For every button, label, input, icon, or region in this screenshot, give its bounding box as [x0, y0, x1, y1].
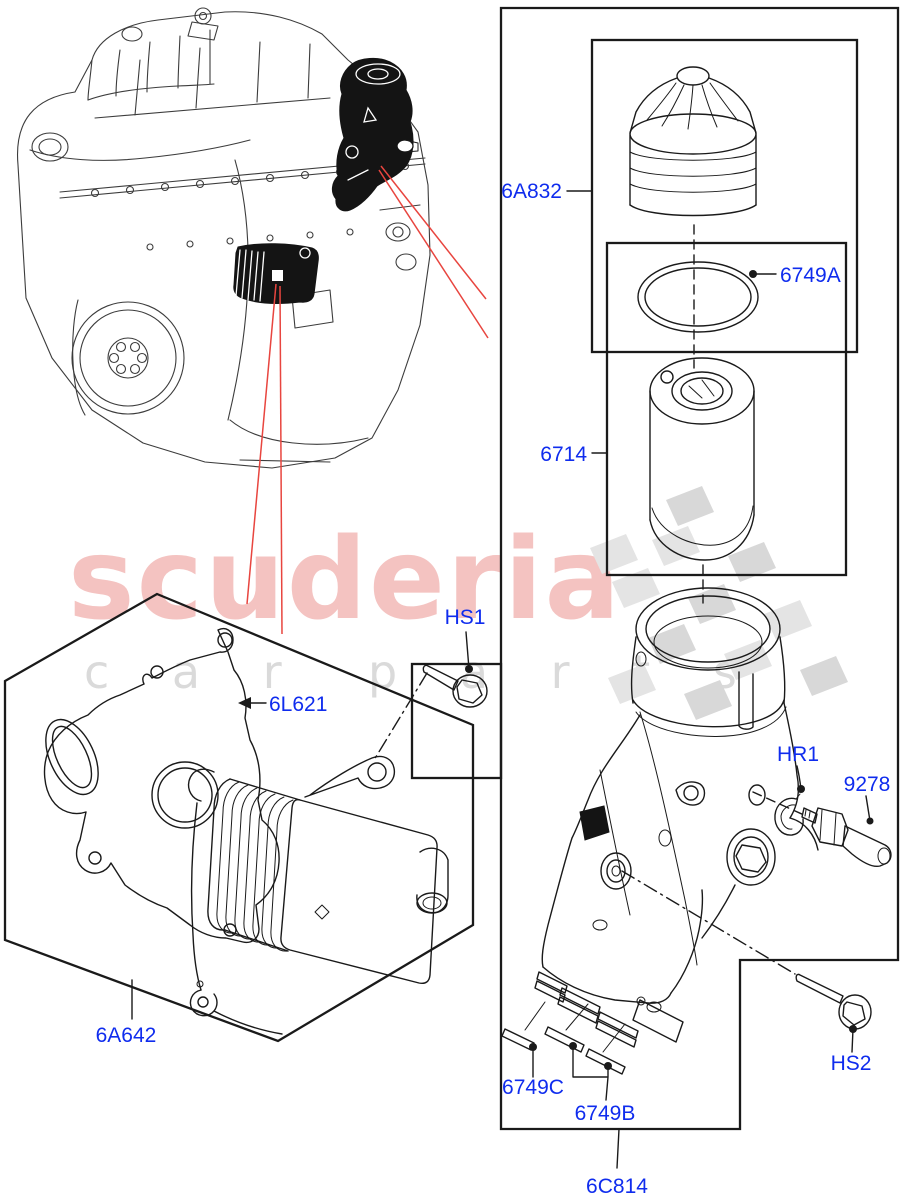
assembly-centerlines: [373, 224, 805, 975]
filter-housing-drawing: [534, 587, 819, 1048]
bolt-hs2-drawing: [795, 973, 872, 1030]
part-label-housing-gasket-b: 6749B: [575, 1102, 636, 1125]
leader-lines: [131, 190, 874, 1169]
retaining-ring-hr1-drawing: [774, 793, 804, 836]
part-labels: 6A832 6749A 6714 HS1 6L621 HR1 9278 6A64…: [96, 180, 891, 1198]
part-label-oil-pressure-sensor: 9278: [844, 773, 891, 796]
part-label-bolt-hs2: HS2: [831, 1052, 872, 1075]
filter-cap-drawing: [629, 66, 757, 217]
filter-element-drawing: [649, 357, 755, 561]
engine-bolt-row-lower: [146, 228, 354, 251]
callout-boxes: [3, 6, 900, 1131]
oil-cooler-drawing: [187, 755, 449, 1035]
part-label-filter-housing: 6C814: [586, 1175, 648, 1198]
red-pointer-lines: [246, 165, 489, 635]
checkered-flag-watermark: [590, 486, 848, 720]
engine-filter-housing-highlight: [331, 57, 419, 212]
part-label-cooler-gasket: 6L621: [269, 693, 327, 716]
watermark-tagline-left: c a r: [84, 645, 306, 699]
watermark-brand-text: scuderia: [68, 515, 622, 645]
part-label-housing-gasket-c: 6749C: [502, 1076, 564, 1099]
box-filter-cap: [590, 38, 859, 354]
part-label-cap-oring: 6749A: [780, 264, 841, 287]
gasket-leader-arrowhead: [238, 697, 251, 709]
main-box-6C814: [499, 6, 900, 1131]
engine-oil-cooler-highlight: [233, 243, 319, 304]
part-label-retaining-ring: HR1: [777, 743, 819, 766]
box-filter-element: [605, 241, 848, 577]
engine-illustration: [16, 7, 431, 469]
watermark-layer: scuderia c a r p a r t s: [68, 486, 848, 720]
part-label-oil-cooler: 6A642: [96, 1024, 157, 1047]
part-label-bolt-hs1: HS1: [445, 606, 486, 629]
bolt-hs1-drawing: [422, 664, 488, 708]
box-oil-cooler-hexagon: [3, 592, 475, 1043]
housing-flange-ports: [534, 971, 639, 1048]
cap-oring-drawing: [637, 261, 759, 333]
box-bolt-hs1: [410, 662, 503, 780]
part-label-filter-cap: 6A832: [501, 180, 562, 203]
cooler-center-port: [272, 270, 283, 281]
oil-pressure-sensor-drawing: [801, 807, 892, 868]
part-label-filter-element: 6714: [540, 443, 587, 466]
